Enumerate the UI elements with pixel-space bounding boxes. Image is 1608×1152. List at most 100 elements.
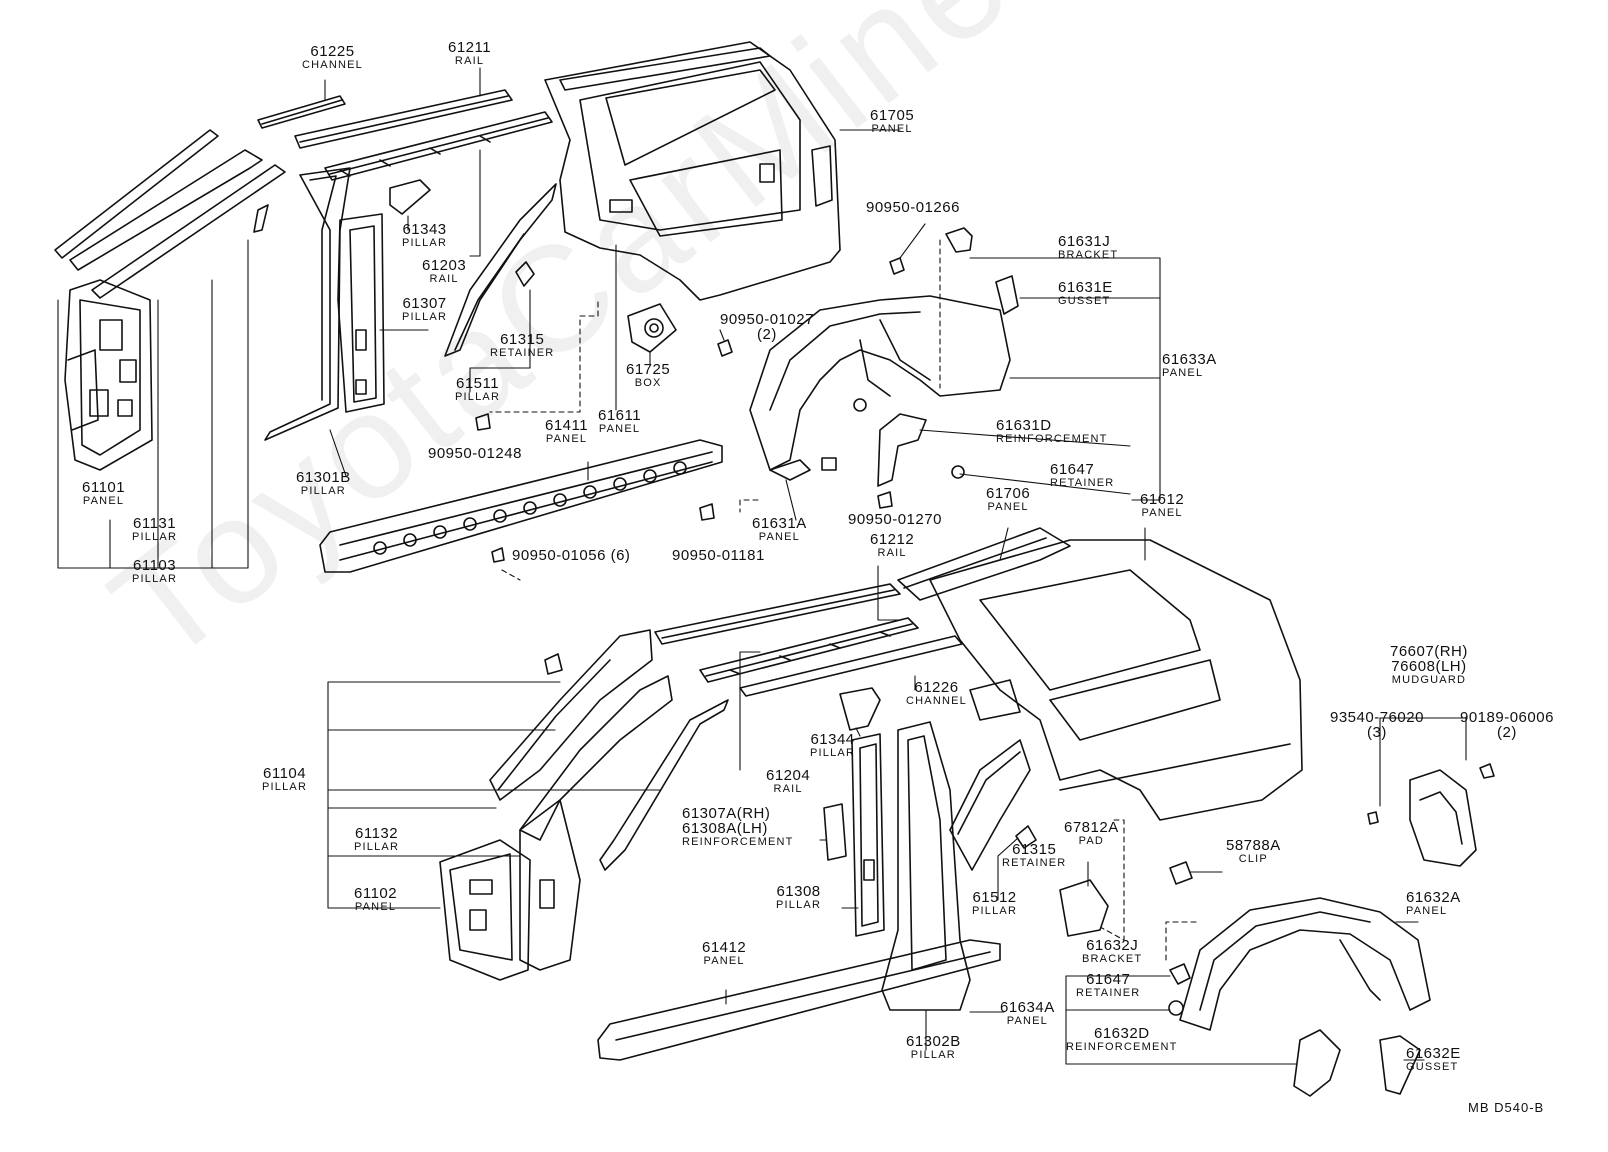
panel-61101-shape	[65, 280, 152, 470]
leader-lines	[58, 68, 1466, 1064]
panel-61632A-shape	[1180, 898, 1430, 1030]
reinforcement-61307A-shape	[824, 804, 846, 860]
fastener-number: 90950-01270	[848, 511, 942, 528]
part-name: PILLAR	[402, 237, 448, 249]
pillar-61511-shape	[445, 184, 556, 356]
part-number: 58788A	[1226, 837, 1281, 854]
rail-61203-shape	[325, 112, 552, 180]
part-number: 61103	[133, 557, 177, 574]
part-number: 61511	[456, 375, 500, 392]
panel-61411-shape	[320, 440, 722, 572]
part-number: 61302B	[906, 1033, 961, 1050]
part-number: 61344	[810, 731, 855, 748]
fastener-label-1248: 90950-01248	[428, 446, 522, 461]
fastener-number: (2)	[757, 326, 777, 343]
part-name: BRACKET	[1082, 953, 1143, 965]
part-name: MUDGUARD	[1391, 674, 1467, 686]
part-name: PILLAR	[354, 841, 400, 853]
part-name: RAIL	[877, 547, 907, 559]
part-name: RETAINER	[490, 347, 555, 359]
part-number: 61101	[82, 479, 126, 496]
reinforcement-61631D-shape	[878, 414, 926, 486]
part-number: 61315	[1012, 841, 1057, 858]
part-number: 61132	[355, 825, 399, 842]
part-name: PILLAR	[910, 1049, 956, 1061]
drawing-code: MB D540-B	[1468, 1100, 1545, 1115]
pillar-61104-shape	[490, 630, 652, 800]
part-number: 61102	[354, 885, 398, 902]
part-number: 61131	[133, 515, 177, 532]
part-label-76607: 76607(RH)76608(LH)MUDGUARD	[1390, 644, 1468, 686]
part-number: 76607(RH)	[1390, 643, 1468, 660]
part-name: REINFORCEMENT	[1066, 1041, 1178, 1053]
part-name: PILLAR	[810, 747, 856, 759]
part-number: 61211	[448, 39, 492, 56]
fastener-label-1266: 90950-01266	[866, 200, 960, 215]
part-number: 61308	[776, 883, 821, 900]
part-name: RAIL	[773, 783, 803, 795]
part-number: 76608(LH)	[1391, 658, 1467, 675]
part-name: PANEL	[871, 123, 913, 135]
gusset-61631E-shape	[996, 276, 1018, 314]
fastener-number: 90950-01027	[720, 311, 814, 328]
part-name: PANEL	[598, 423, 641, 435]
part-name: PILLAR	[132, 531, 178, 543]
part-number: 61203	[422, 257, 467, 274]
fastener-label-1181: 90950-01181	[672, 548, 765, 563]
part-name: PAD	[1078, 835, 1105, 847]
part-name: REINFORCEMENT	[996, 433, 1108, 445]
fastener-number: 90950-01181	[672, 547, 765, 564]
mudguard-76607-shape	[1368, 764, 1494, 866]
pillar-61302B-shape	[882, 722, 970, 1010]
part-name: PANEL	[1006, 1015, 1048, 1027]
part-number: 61411	[545, 417, 589, 434]
part-number: 61631D	[996, 417, 1052, 434]
channel-61226-shape	[740, 636, 962, 696]
pillar-61343-shape	[390, 180, 430, 214]
part-name: RETAINER	[1002, 857, 1067, 869]
part-name: PANEL	[703, 955, 745, 967]
part-name: PILLAR	[776, 899, 822, 911]
part-name: CLIP	[1238, 853, 1268, 865]
panel-61612-shape	[930, 540, 1302, 820]
part-name: RAIL	[429, 273, 459, 285]
part-number: 61301B	[296, 469, 351, 486]
part-number: 61632J	[1086, 937, 1139, 954]
part-number: 61307	[402, 295, 447, 312]
fastener-number: 90189-06006	[1460, 709, 1554, 726]
pillar-61301B-shape	[265, 168, 350, 440]
part-number: 61631E	[1058, 279, 1113, 296]
part-name: CHANNEL	[906, 695, 967, 707]
part-name: RAIL	[454, 55, 485, 67]
part-number: 61412	[702, 939, 747, 956]
part-number: 61631J	[1058, 233, 1111, 250]
